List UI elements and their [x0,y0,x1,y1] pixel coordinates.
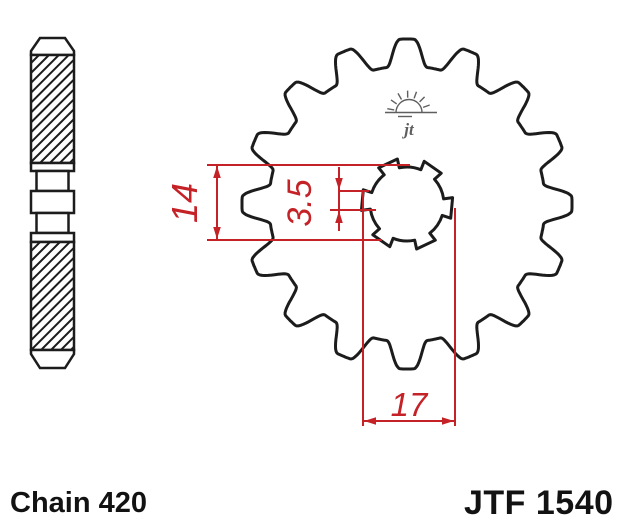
jt-logo: jt [385,90,437,139]
sprocket-bore [359,157,455,251]
dim14-arrow-up [213,166,221,178]
dimension-14: 14 [164,164,410,241]
dim14-label: 14 [164,183,205,223]
dim35-arrow-up [335,211,343,223]
shaft-side-view [29,36,76,370]
dim35-label: 3.5 [281,179,319,226]
shaft-bore-section-middle [29,189,76,215]
dim17-arrow-right [442,417,454,425]
shaft-band-lower [29,231,76,244]
dimension-17: 17 [362,191,456,426]
shaft-hatched-lower [29,240,76,352]
dim17-label: 17 [391,386,429,423]
sun-arc [395,98,423,113]
shaft-top-cap [29,36,76,57]
shaft-bottom-cap [29,348,76,370]
dim17-arrow-left [364,417,376,425]
shaft-hatched-upper [29,53,76,165]
shaft-bore-section-upper [35,169,70,193]
chain-label: Chain 420 [10,487,147,519]
sprocket-front-view [240,37,574,371]
part-number-label: JTF 1540 [464,484,614,522]
dim14-arrow-down [213,227,221,239]
shaft-bore-section-lower [35,211,70,235]
sun-rays-icon [387,90,430,111]
dimension-3-5: 3.5 [281,167,376,231]
dim35-arrow-down [335,178,343,190]
jt-logo-text: jt [401,120,415,139]
